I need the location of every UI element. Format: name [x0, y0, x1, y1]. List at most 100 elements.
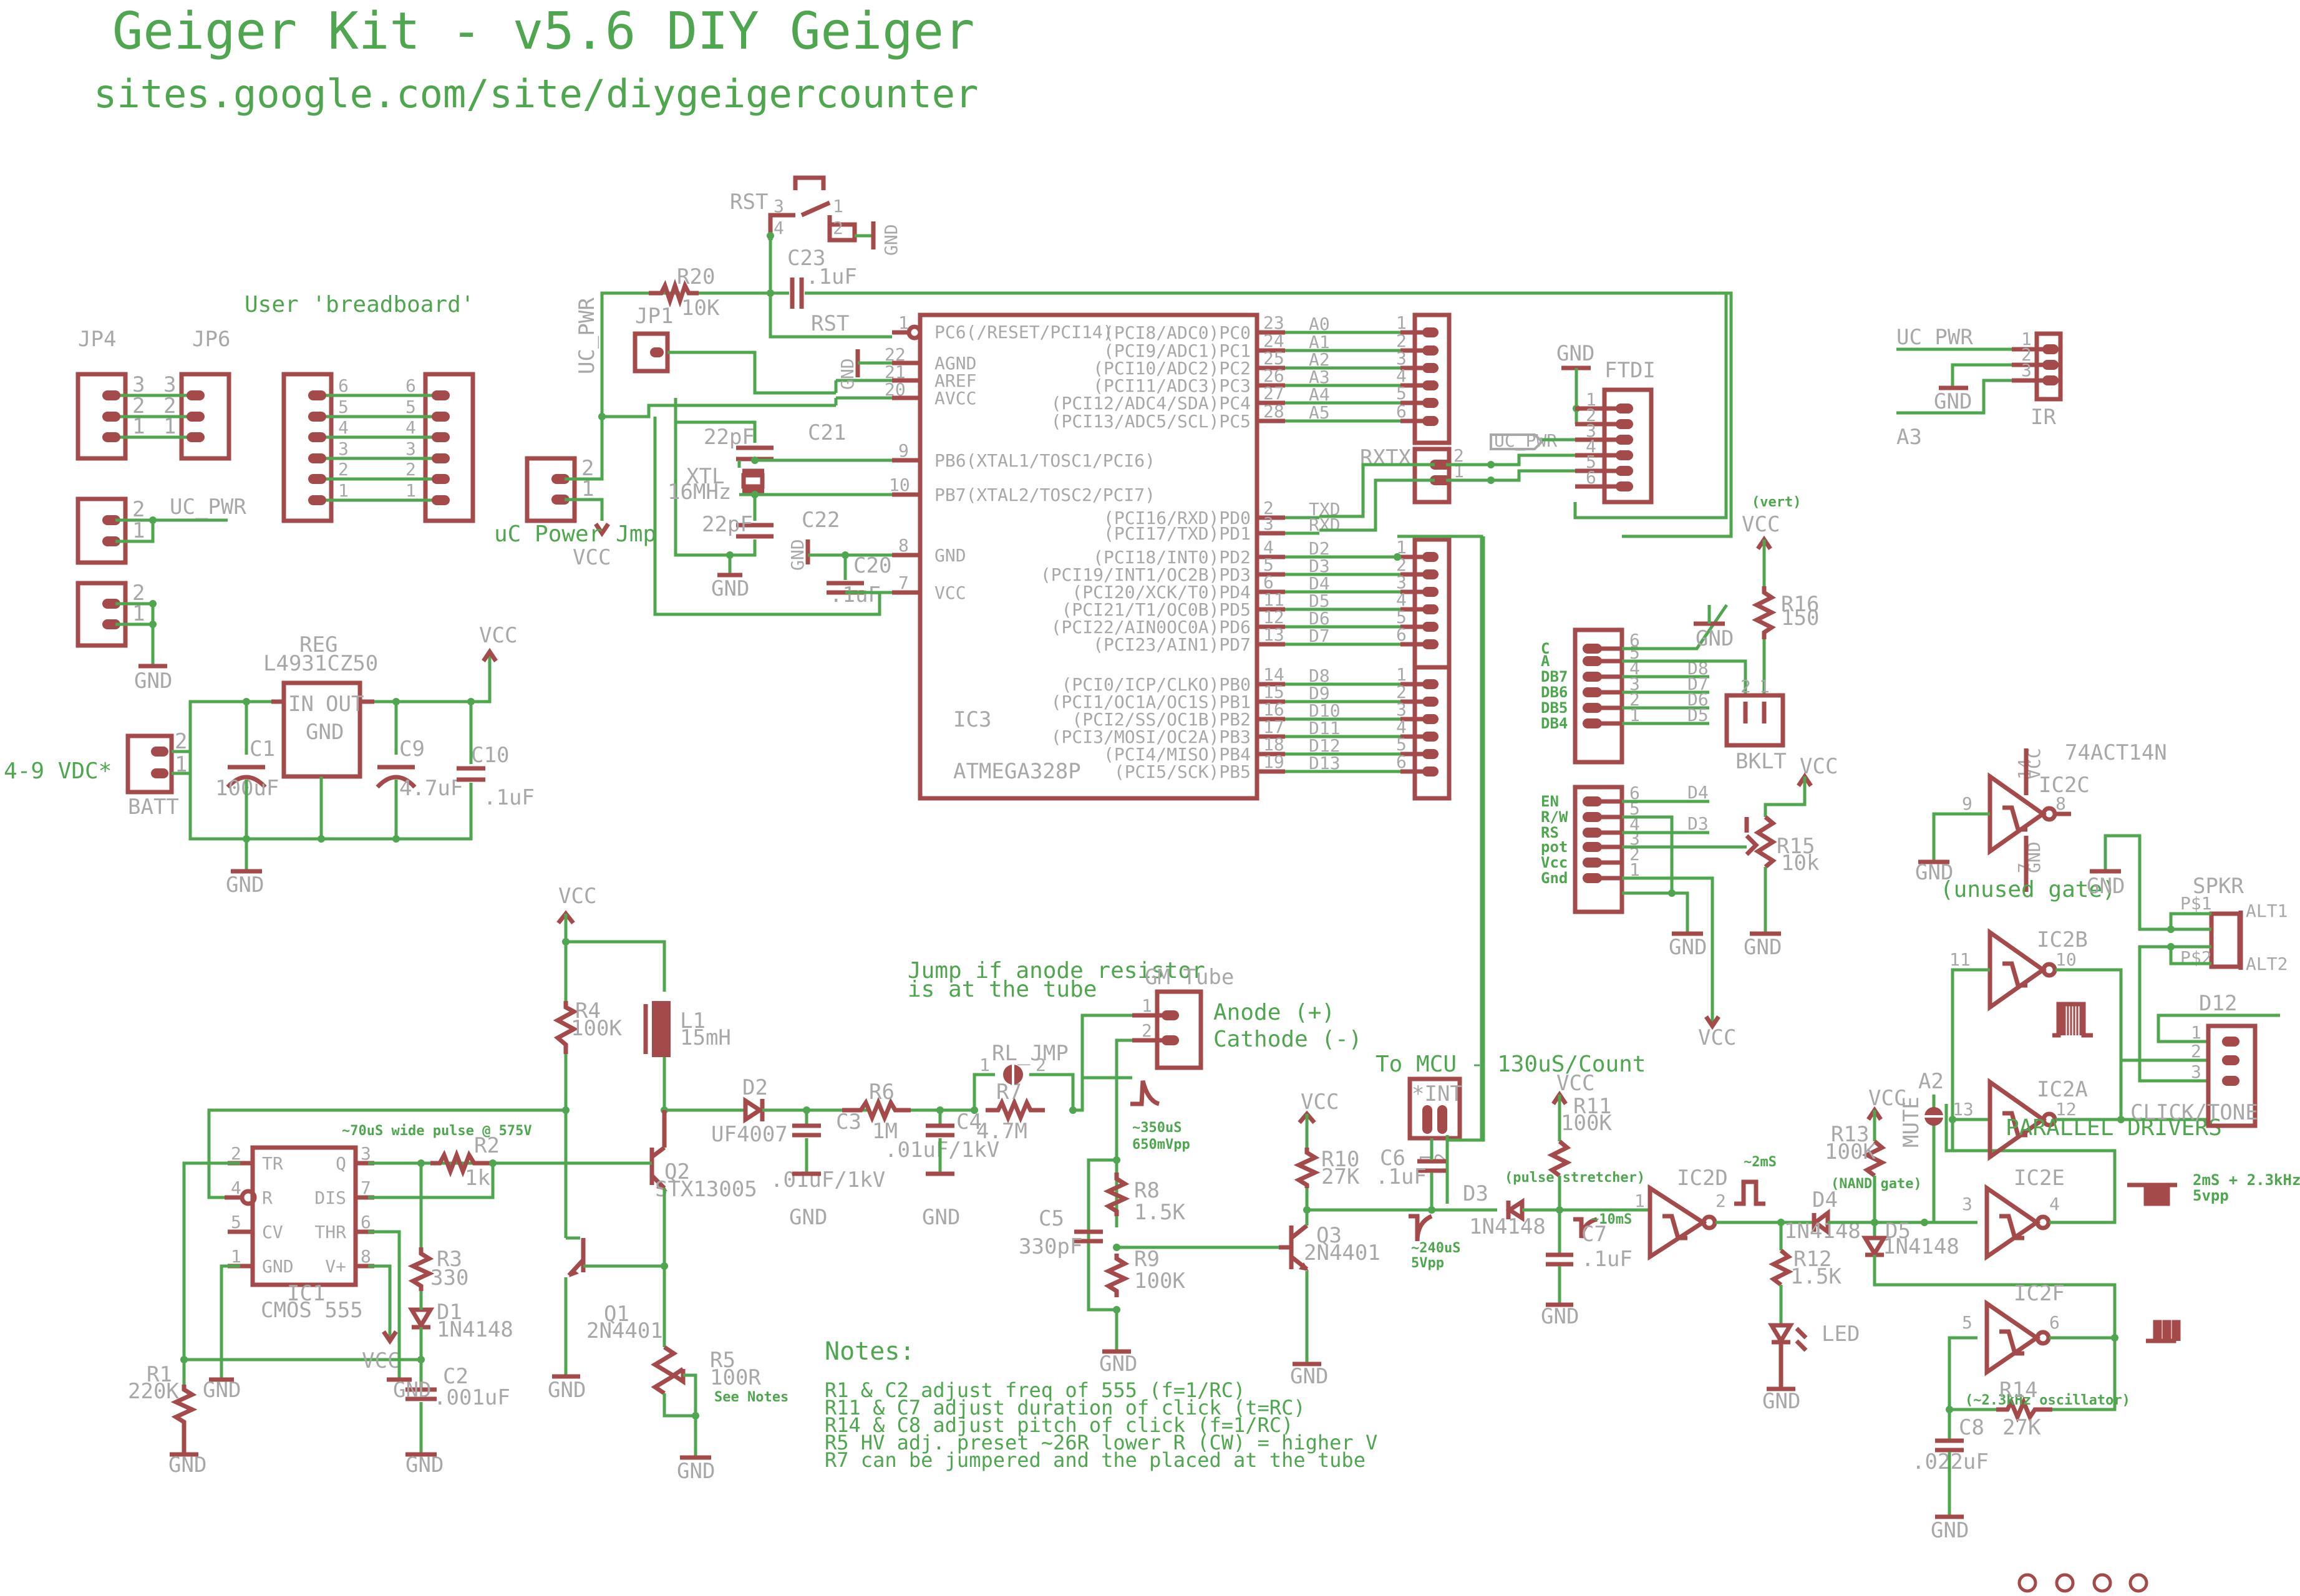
schematic-title: Geiger Kit - v5.6 DIY Geiger — [112, 2, 974, 61]
r13-label: R13 — [1831, 1122, 1869, 1147]
ic2c-label: IC2C — [2039, 773, 2090, 798]
alt1-label: ALT1 — [2246, 901, 2288, 921]
lcd-signal-label: Gnd — [1541, 869, 1568, 887]
ic2d-out-note: ~2mS — [1744, 1154, 1777, 1170]
r16-value: 150 — [1781, 606, 1819, 631]
pin-number: 2 — [833, 218, 843, 238]
net-label: A0 — [1309, 314, 1330, 334]
net-label: D9 — [1309, 683, 1330, 704]
lcd-upper-header — [1573, 627, 1624, 765]
net-label: D5 — [1309, 591, 1330, 611]
pin-number: 2 — [1453, 445, 1464, 466]
r7-value: 4.7M — [976, 1119, 1027, 1144]
mounting-hole — [2017, 1573, 2037, 1593]
crystal-value: 16MHz — [667, 480, 731, 505]
gnd-label: GND — [1931, 1518, 1969, 1543]
pin-number: 11 — [1263, 589, 1284, 610]
int-label: *INT — [1412, 1081, 1463, 1106]
pin-name: TR — [262, 1153, 283, 1174]
net-label: D11 — [1309, 718, 1341, 738]
pin-name: AGND — [934, 353, 976, 374]
pin-number: 6 — [1263, 572, 1274, 592]
gnd-label: GND — [1669, 935, 1707, 960]
ir-label: IR — [2031, 405, 2056, 430]
pin-name: (PCI4/MISO)PB4 — [1104, 744, 1251, 765]
d1-value: 1N4148 — [437, 1317, 513, 1342]
pin-name: (PCI3/MOSI/OC2A)PB3 — [1051, 727, 1251, 747]
l1-label: L1 — [680, 1008, 706, 1033]
pin-number: 4 — [1629, 658, 1640, 679]
pin-number: 2 — [1142, 1020, 1152, 1041]
net-label: A3 — [1309, 367, 1330, 387]
pin-name: VCC — [934, 583, 966, 603]
pin-name: PB6(XTAL1/TOSC1/PCI6) — [934, 450, 1155, 471]
pin-number: 3 — [1263, 513, 1274, 534]
c5-label: C5 — [1039, 1206, 1064, 1231]
c8-label: C8 — [1959, 1415, 1984, 1440]
pin-number: 1 — [405, 480, 416, 501]
pin-number: 3 — [1396, 572, 1407, 592]
net-label: A5 — [1309, 402, 1330, 423]
pin-name: GND — [262, 1256, 294, 1277]
pin-name: (PCI12/ADC4/SDA)PC4 — [1051, 393, 1251, 414]
pin-number: 2 — [132, 581, 145, 606]
driver-part-label: 74ACT14N — [2065, 740, 2167, 765]
pin-number: 4 — [1586, 436, 1596, 457]
pin-number: 1 — [1629, 859, 1640, 880]
c4-value: .01uF/1kV — [885, 1138, 999, 1163]
r12-label: R12 — [1793, 1247, 1832, 1272]
lcd-signal-label: DB4 — [1541, 715, 1568, 732]
pin-number: 1 — [132, 414, 145, 439]
pin-name: (PCI5/SCK)PB5 — [1114, 762, 1251, 782]
net-label: D10 — [1309, 700, 1341, 721]
pin-number: 20 — [885, 379, 906, 400]
pin-name: (PCI22/AIN0OC0A)PD6 — [1051, 617, 1251, 637]
pin-number: 7 — [898, 573, 909, 593]
pin-name: (PCI10/ADC2)PC2 — [1093, 358, 1251, 379]
c6-label: C6 — [1380, 1146, 1405, 1171]
click-tone-label: CLICK/TONE — [2130, 1100, 2258, 1125]
gnd-label: GND — [203, 1378, 241, 1403]
ftdi-gnd-label: GND — [1556, 341, 1594, 366]
pin-number: 6 — [1396, 752, 1407, 772]
uc-power-jumper-header — [525, 456, 577, 523]
pin-number: 13 — [1263, 624, 1284, 645]
ic2a-label: IC2A — [2037, 1077, 2088, 1102]
pin-name: (PCI11/ADC3)PC3 — [1093, 375, 1251, 396]
gnd-label: GND — [134, 669, 172, 694]
anode-label: Anode (+) — [1213, 1000, 1335, 1025]
uc-pwr-net-label: UC_PWR — [170, 495, 246, 520]
ic2b-label: IC2B — [2037, 927, 2088, 952]
cathode-label: Cathode (-) — [1213, 1027, 1362, 1052]
gnd-label: GND — [226, 873, 264, 897]
pin-name: (PCI23/AIN1)PD7 — [1093, 634, 1251, 655]
mounting-hole — [2092, 1573, 2112, 1593]
r1-value: 220K — [128, 1379, 179, 1404]
pin-number: 4 — [1396, 717, 1407, 737]
pin-number: 1 — [1629, 705, 1640, 725]
pulse-stretcher-note: (pulse stretcher) — [1505, 1170, 1645, 1186]
mcu-part: ATMEGA328P — [953, 759, 1081, 784]
pin-number: 3 — [405, 438, 416, 459]
pin-number: 2 — [405, 459, 416, 480]
pin-number: 2 — [1629, 844, 1640, 864]
pin-number: 2 — [1740, 676, 1751, 697]
gm-tube-connector — [1155, 989, 1203, 1070]
nand-gate-note: (NAND gate) — [1831, 1176, 1922, 1192]
pin-number: 2 — [2191, 1041, 2201, 1062]
d2-label: D2 — [742, 1075, 768, 1100]
q1-value: 2N4401 — [586, 1318, 663, 1343]
r6-label: R6 — [869, 1080, 895, 1105]
gnd-label: GND — [1744, 935, 1782, 960]
pin-number: P$1 — [2180, 893, 2212, 914]
c10-value: .1uF — [483, 785, 535, 810]
ic2e-note-amplitude: 5vpp — [2193, 1187, 2229, 1204]
vcc-label: VCC — [362, 1348, 400, 1373]
pin-name: V+ — [325, 1256, 346, 1277]
c2-label: C2 — [443, 1364, 468, 1389]
pin-number: 8 — [2055, 793, 2066, 814]
pin-number: 1 — [132, 518, 145, 543]
net-label: D13 — [1309, 753, 1341, 773]
ftdi-label: FTDI — [1604, 358, 1656, 383]
pin-number: 3 — [1629, 674, 1640, 694]
